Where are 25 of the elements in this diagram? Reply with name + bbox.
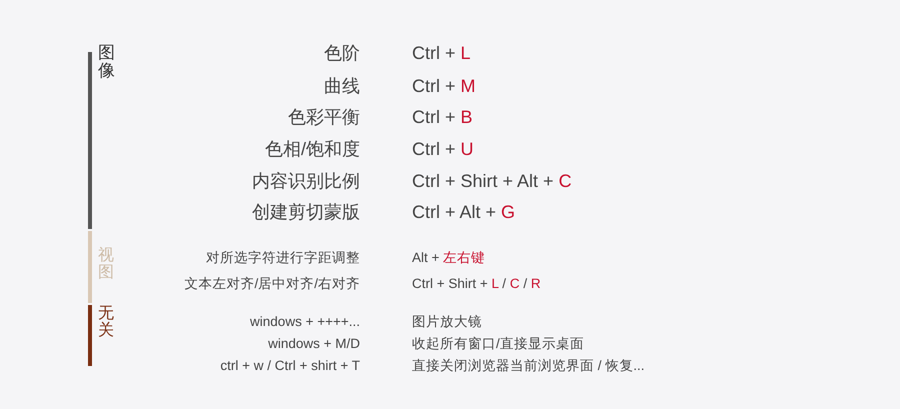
shortcut-text: Ctrl + L xyxy=(412,43,471,65)
shortcut-text: Ctrl + Shirt + L / C / R xyxy=(412,276,541,292)
section-heading: 视图 xyxy=(98,248,115,282)
row-label: 对所选字符进行字距调整 xyxy=(206,250,360,266)
shortcut-text: Alt + 左右键 xyxy=(412,250,486,266)
row-label: 色相/饱和度 xyxy=(264,139,360,161)
row-label: 色彩平衡 xyxy=(288,107,360,129)
row-label: windows + M/D xyxy=(268,336,360,352)
shortcut-text: Ctrl + M xyxy=(412,76,476,98)
shortcut-text: 图片放大镜 xyxy=(412,314,482,330)
row-label: windows + ++++... xyxy=(250,314,360,330)
shortcut-text: 直接关闭浏览器当前浏览界面 / 恢复... xyxy=(412,358,645,374)
shortcut-text: Ctrl + Shirt + Alt + C xyxy=(412,171,572,193)
shortcut-text: Ctrl + B xyxy=(412,107,473,129)
shortcut-text: 收起所有窗口/直接显示桌面 xyxy=(412,336,584,352)
row-label: ctrl + w / Ctrl + shirt + T xyxy=(220,358,360,374)
shortcut-text: Ctrl + Alt + G xyxy=(412,202,516,224)
row-label: 内容识别比例 xyxy=(252,171,360,193)
row-label: 曲线 xyxy=(324,76,360,98)
shortcut-text: Ctrl + U xyxy=(412,139,474,161)
row-label: 创建剪切蒙版 xyxy=(252,202,360,224)
section-heading: 无关 xyxy=(98,306,115,340)
section-heading: 图像 xyxy=(98,44,116,80)
row-label: 色阶 xyxy=(324,43,360,65)
row-label: 文本左对齐/居中对齐/右对齐 xyxy=(184,276,360,292)
